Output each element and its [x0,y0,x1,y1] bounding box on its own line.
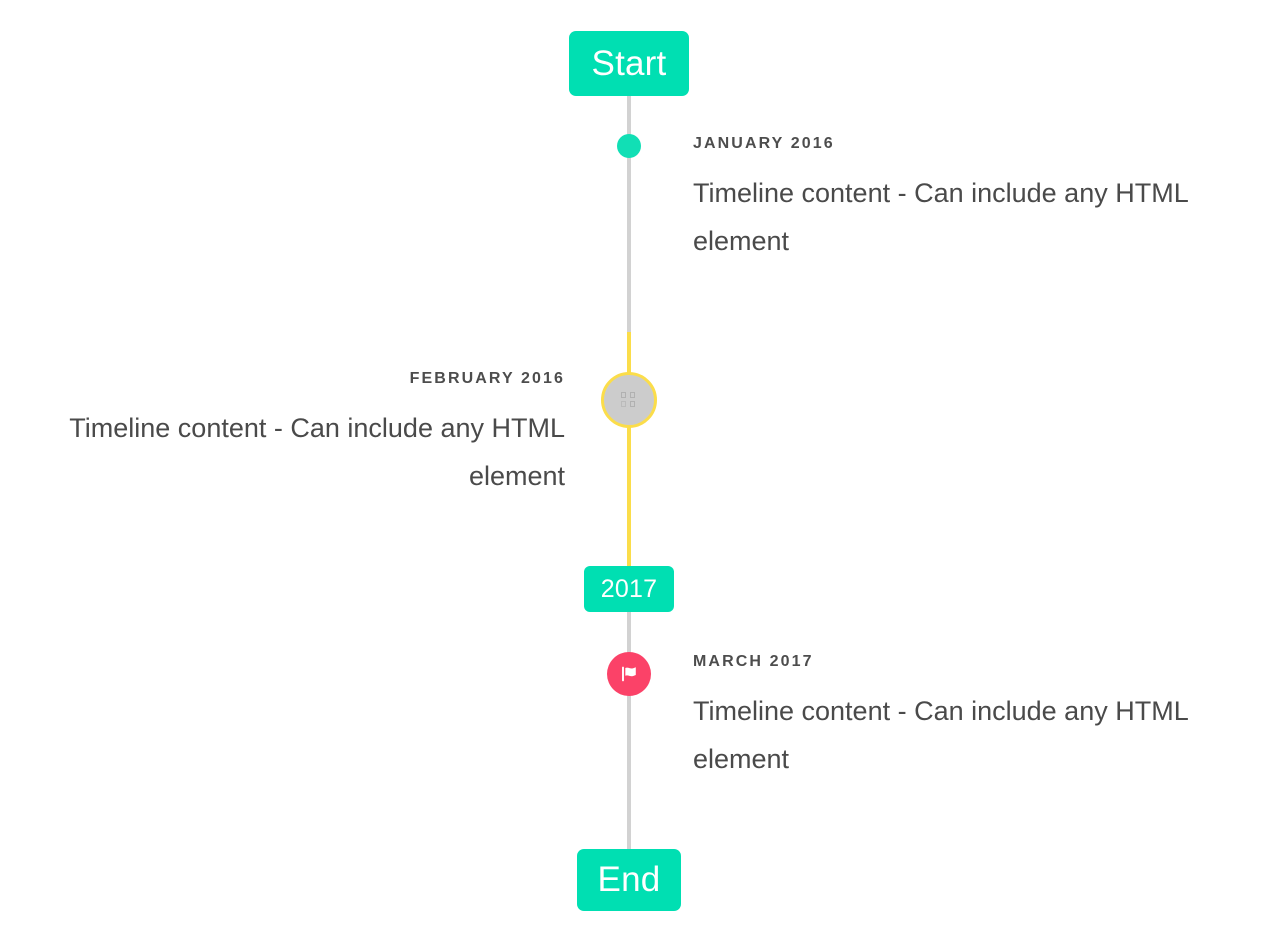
timeline-entry-date: FEBRUARY 2016 [409,370,565,387]
timeline-entry-february-2016: FEBRUARY 2016 Timeline content - Can inc… [40,368,565,500]
timeline-end-badge[interactable]: End [577,849,681,911]
timeline-marker-january-2016[interactable] [617,134,641,158]
timeline-entry-body: Timeline content - Can include any HTML … [693,696,1188,774]
timeline-year-badge-2017[interactable]: 2017 [584,566,674,612]
timeline-entry-body: Timeline content - Can include any HTML … [693,178,1188,256]
timeline-axis-segment-gray-bottom [627,612,631,850]
timeline-axis-segment-yellow [627,332,631,566]
timeline-entry-march-2017: MARCH 2017 Timeline content - Can includ… [693,651,1221,783]
timeline-year-badge-label: 2017 [600,574,658,603]
timeline-start-badge[interactable]: Start [569,31,689,96]
timeline-entry-date: JANUARY 2016 [693,135,835,152]
timeline-entry-january-2016: JANUARY 2016 Timeline content - Can incl… [693,133,1221,265]
timeline-entry-date: MARCH 2017 [693,653,814,670]
timeline-marker-february-2016[interactable] [601,372,657,428]
timeline-entry-body: Timeline content - Can include any HTML … [69,413,565,491]
timeline-end-badge-label: End [597,860,661,899]
broken-image-icon [620,392,638,408]
flag-icon [622,666,636,682]
timeline-axis-segment-gray-top [627,96,631,332]
timeline-start-badge-label: Start [591,43,667,83]
timeline-marker-march-2017[interactable] [607,652,651,696]
